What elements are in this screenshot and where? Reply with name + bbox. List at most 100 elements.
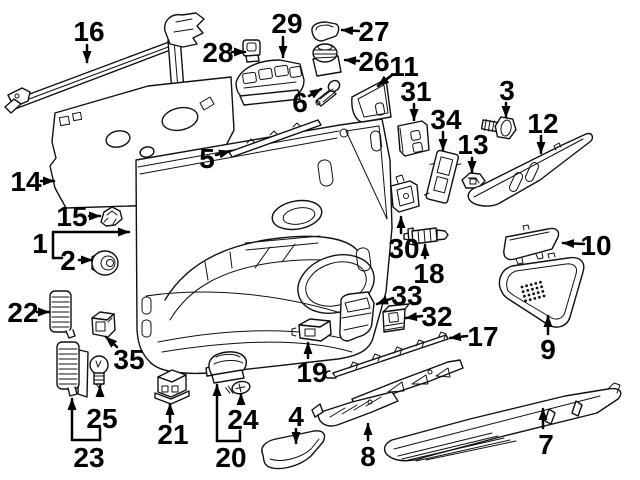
part-5-upper-strip-drawing bbox=[228, 119, 322, 158]
callout-1[interactable]: 1 bbox=[32, 227, 131, 260]
callout-15-number[interactable]: 15 bbox=[56, 201, 87, 232]
part-15-clip-drawing bbox=[100, 206, 123, 227]
callout-32[interactable]: 32 bbox=[404, 301, 453, 332]
callout-24[interactable]: 24 bbox=[227, 392, 259, 435]
callout-2[interactable]: 2 bbox=[60, 245, 94, 276]
callout-8-number[interactable]: 8 bbox=[360, 441, 376, 472]
callout-12-number[interactable]: 12 bbox=[527, 108, 558, 139]
callout-19-number[interactable]: 19 bbox=[296, 357, 327, 388]
part-26-tweeter-speaker-drawing bbox=[312, 43, 342, 77]
part-2-grommet-drawing bbox=[91, 250, 119, 276]
callout-7-number[interactable]: 7 bbox=[538, 429, 554, 460]
callout-23[interactable]: 23 bbox=[67, 397, 105, 473]
callout-3[interactable]: 3 bbox=[499, 75, 515, 119]
part-21-switch-drawing bbox=[154, 369, 190, 405]
callout-10-arrow bbox=[561, 239, 586, 249]
callout-6-number[interactable]: 6 bbox=[292, 87, 308, 118]
part-17-lower-strip-drawing bbox=[324, 331, 449, 379]
callout-18-number[interactable]: 18 bbox=[413, 258, 444, 289]
part-35-clip-drawing bbox=[91, 311, 116, 338]
callout-15[interactable]: 15 bbox=[56, 201, 102, 232]
callout-5-number[interactable]: 5 bbox=[199, 143, 215, 174]
callout-10[interactable]: 10 bbox=[561, 230, 612, 261]
callout-4[interactable]: 4 bbox=[288, 401, 304, 445]
callout-21-number[interactable]: 21 bbox=[157, 419, 188, 450]
part-19-switch-drawing bbox=[291, 318, 332, 342]
callout-35[interactable]: 35 bbox=[104, 335, 145, 375]
part-28-window-switch-drawing bbox=[242, 39, 261, 63]
callout-4-number[interactable]: 4 bbox=[288, 401, 304, 432]
callout-22[interactable]: 22 bbox=[7, 297, 51, 328]
callout-20[interactable]: 20 bbox=[212, 383, 247, 473]
callout-26-arrow bbox=[343, 56, 361, 66]
callout-1-number[interactable]: 1 bbox=[32, 228, 48, 259]
callout-8[interactable]: 8 bbox=[360, 422, 376, 472]
callout-17-arrow bbox=[448, 332, 469, 342]
callout-34-number[interactable]: 34 bbox=[430, 104, 462, 135]
callout-12[interactable]: 12 bbox=[527, 108, 559, 155]
callout-19[interactable]: 19 bbox=[296, 341, 328, 388]
callout-9[interactable]: 9 bbox=[540, 314, 556, 365]
callout-29-number[interactable]: 29 bbox=[271, 8, 302, 39]
callout-31[interactable]: 31 bbox=[400, 76, 432, 122]
callout-6[interactable]: 6 bbox=[292, 87, 323, 118]
callout-6-arrow bbox=[307, 87, 323, 99]
callout-18[interactable]: 18 bbox=[413, 243, 445, 289]
part-25-bulb-drawing bbox=[89, 355, 109, 389]
callout-27[interactable]: 27 bbox=[340, 16, 390, 47]
callout-14-number[interactable]: 14 bbox=[10, 166, 42, 197]
callout-26-number[interactable]: 26 bbox=[358, 46, 389, 77]
callout-10-number[interactable]: 10 bbox=[580, 230, 611, 261]
callout-11-number[interactable]: 11 bbox=[389, 51, 419, 82]
callout-30-number[interactable]: 30 bbox=[388, 233, 419, 264]
callout-21[interactable]: 21 bbox=[157, 402, 189, 450]
callout-13-number[interactable]: 13 bbox=[457, 129, 488, 160]
part-32-switch-drawing bbox=[382, 303, 410, 333]
part-3-bolt-drawing bbox=[480, 116, 517, 140]
part-7-sill-trim-drawing bbox=[383, 382, 622, 462]
callout-9-number[interactable]: 9 bbox=[540, 334, 556, 365]
speaker-dot-grid bbox=[520, 280, 546, 303]
callout-7[interactable]: 7 bbox=[538, 407, 554, 460]
callout-26[interactable]: 26 bbox=[343, 46, 390, 77]
callout-11[interactable]: 11 bbox=[376, 51, 419, 88]
callout-33[interactable]: 33 bbox=[375, 280, 423, 311]
callout-31-number[interactable]: 31 bbox=[400, 76, 431, 107]
callout-3-number[interactable]: 3 bbox=[499, 75, 515, 106]
callout-22-number[interactable]: 22 bbox=[7, 297, 38, 328]
part-13-clip-drawing bbox=[461, 172, 486, 189]
callouts-layer: 1234567891011121314151617181920212223242… bbox=[7, 8, 611, 473]
callout-35-arrow bbox=[104, 335, 119, 349]
callout-29[interactable]: 29 bbox=[271, 8, 303, 59]
callout-27-arrow bbox=[340, 26, 361, 36]
callout-2-number[interactable]: 2 bbox=[60, 245, 76, 276]
callout-17[interactable]: 17 bbox=[448, 321, 499, 352]
part-20-courtesy-lamp-drawing bbox=[205, 351, 247, 384]
callout-24-number[interactable]: 24 bbox=[227, 404, 259, 435]
callout-16-number[interactable]: 16 bbox=[73, 16, 104, 47]
part-11-mirror-triangle-trim-drawing bbox=[351, 78, 392, 123]
callout-30[interactable]: 30 bbox=[388, 215, 420, 264]
callout-25[interactable]: 25 bbox=[86, 384, 118, 434]
callout-16[interactable]: 16 bbox=[73, 16, 105, 64]
callout-17-number[interactable]: 17 bbox=[467, 321, 498, 352]
part-31-memory-switch-drawing bbox=[397, 120, 430, 157]
callout-28-number[interactable]: 28 bbox=[202, 37, 233, 68]
callout-32-number[interactable]: 32 bbox=[421, 301, 452, 332]
callout-28[interactable]: 28 bbox=[202, 37, 247, 68]
callout-27-number[interactable]: 27 bbox=[358, 16, 389, 47]
callout-13[interactable]: 13 bbox=[457, 129, 489, 174]
callout-20-number[interactable]: 20 bbox=[215, 442, 246, 473]
callout-11-arrow bbox=[376, 73, 394, 88]
callout-34[interactable]: 34 bbox=[430, 104, 462, 152]
callout-33-number[interactable]: 33 bbox=[391, 280, 422, 311]
callout-35-number[interactable]: 35 bbox=[113, 344, 144, 375]
part-30-bracket-drawing bbox=[390, 174, 420, 213]
callout-25-number[interactable]: 25 bbox=[86, 403, 117, 434]
part-12-upper-trim-drawing bbox=[467, 132, 594, 207]
part-18-sensor-pin-drawing bbox=[403, 227, 449, 246]
callout-23-number[interactable]: 23 bbox=[73, 442, 104, 473]
callout-14[interactable]: 14 bbox=[10, 166, 56, 197]
callout-5[interactable]: 5 bbox=[199, 143, 232, 174]
